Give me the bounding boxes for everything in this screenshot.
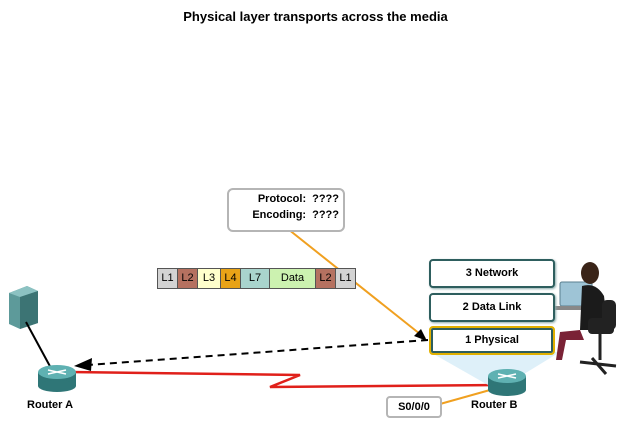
arrowhead-icon xyxy=(74,358,92,371)
pdu-cell-l7: L7 xyxy=(240,268,270,289)
pdu-cell-l1: L1 xyxy=(335,268,356,289)
diagram-title: Physical layer transports across the med… xyxy=(183,9,448,24)
transmission-arrow xyxy=(87,339,429,366)
interface-label: S0/0/0 xyxy=(386,396,442,418)
router-b-label: Router B xyxy=(471,399,518,411)
server-icon xyxy=(9,286,38,329)
protocol-label: Protocol: xyxy=(257,193,307,205)
pdu-cell-data: Data xyxy=(269,268,316,289)
pdu-cell-l4: L4 xyxy=(220,268,241,289)
pdu-cell-l2: L2 xyxy=(177,268,198,289)
interface-connector xyxy=(439,389,491,405)
layer-physical: 1 Physical xyxy=(429,326,555,355)
pdu-cell-l2: L2 xyxy=(315,268,336,289)
protocol-callout: Protocol: ???? Encoding: ???? xyxy=(227,188,345,232)
encoding-value: ???? xyxy=(312,209,339,221)
pdu-cell-l3: L3 xyxy=(197,268,221,289)
signal-beam xyxy=(430,352,560,385)
serial-link xyxy=(69,370,501,389)
protocol-value: ???? xyxy=(312,193,339,205)
layer-data-link: 2 Data Link xyxy=(429,293,555,322)
router-b-icon xyxy=(488,369,526,396)
callout-connector xyxy=(287,228,426,339)
router-a-label: Router A xyxy=(27,399,74,411)
server-link xyxy=(25,321,53,371)
layer-network: 3 Network xyxy=(429,259,555,288)
encoding-label: Encoding: xyxy=(252,209,307,221)
pdu-cell-l1: L1 xyxy=(157,268,178,289)
router-a-icon xyxy=(38,365,76,392)
callout-arrowhead-icon xyxy=(414,329,427,341)
user-at-computer-icon xyxy=(548,262,617,375)
